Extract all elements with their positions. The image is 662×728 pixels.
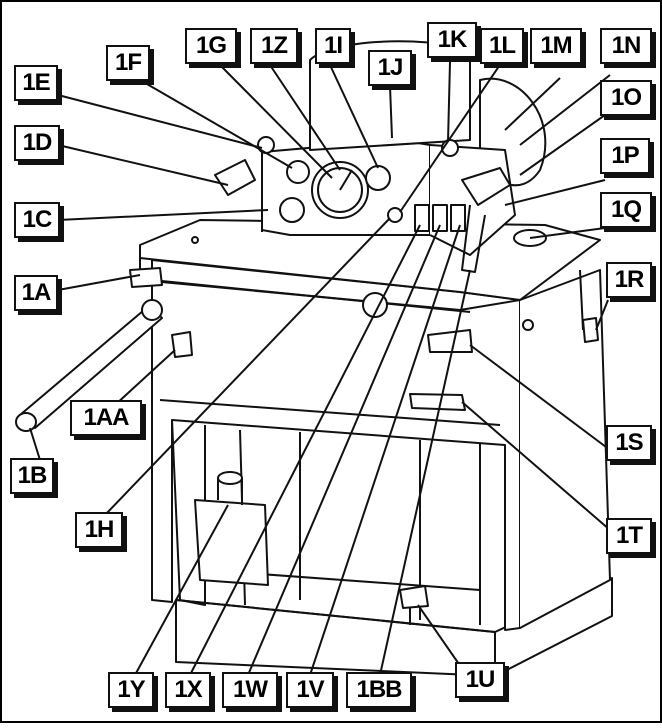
label-1X: 1X <box>165 672 211 708</box>
label-1B: 1B <box>10 458 54 494</box>
cabinet <box>15 40 613 677</box>
label-1Z: 1Z <box>250 28 298 64</box>
label-1M: 1M <box>530 28 582 64</box>
label-1O: 1O <box>600 80 652 116</box>
label-1N: 1N <box>600 28 652 64</box>
label-1K: 1K <box>427 22 477 58</box>
label-1L: 1L <box>480 28 524 64</box>
label-1E: 1E <box>14 65 58 101</box>
leader-lines <box>29 49 611 681</box>
label-1S: 1S <box>606 425 652 461</box>
label-1I: 1I <box>315 28 351 64</box>
label-1Y: 1Y <box>108 672 154 708</box>
label-1U: 1U <box>455 662 505 698</box>
label-1T: 1T <box>606 518 652 554</box>
label-1P: 1P <box>600 138 650 174</box>
label-1D: 1D <box>14 125 60 161</box>
label-1C: 1C <box>14 202 60 238</box>
label-1BB: 1BB <box>346 672 412 708</box>
label-1H: 1H <box>75 512 123 548</box>
label-1J: 1J <box>368 50 412 86</box>
label-1R: 1R <box>606 262 652 298</box>
label-1F: 1F <box>106 45 150 81</box>
label-1Q: 1Q <box>600 192 652 228</box>
label-1G: 1G <box>185 28 237 64</box>
label-1A: 1A <box>14 275 58 311</box>
label-1V: 1V <box>286 672 334 708</box>
label-1W: 1W <box>222 672 278 708</box>
label-1AA: 1AA <box>70 400 142 436</box>
